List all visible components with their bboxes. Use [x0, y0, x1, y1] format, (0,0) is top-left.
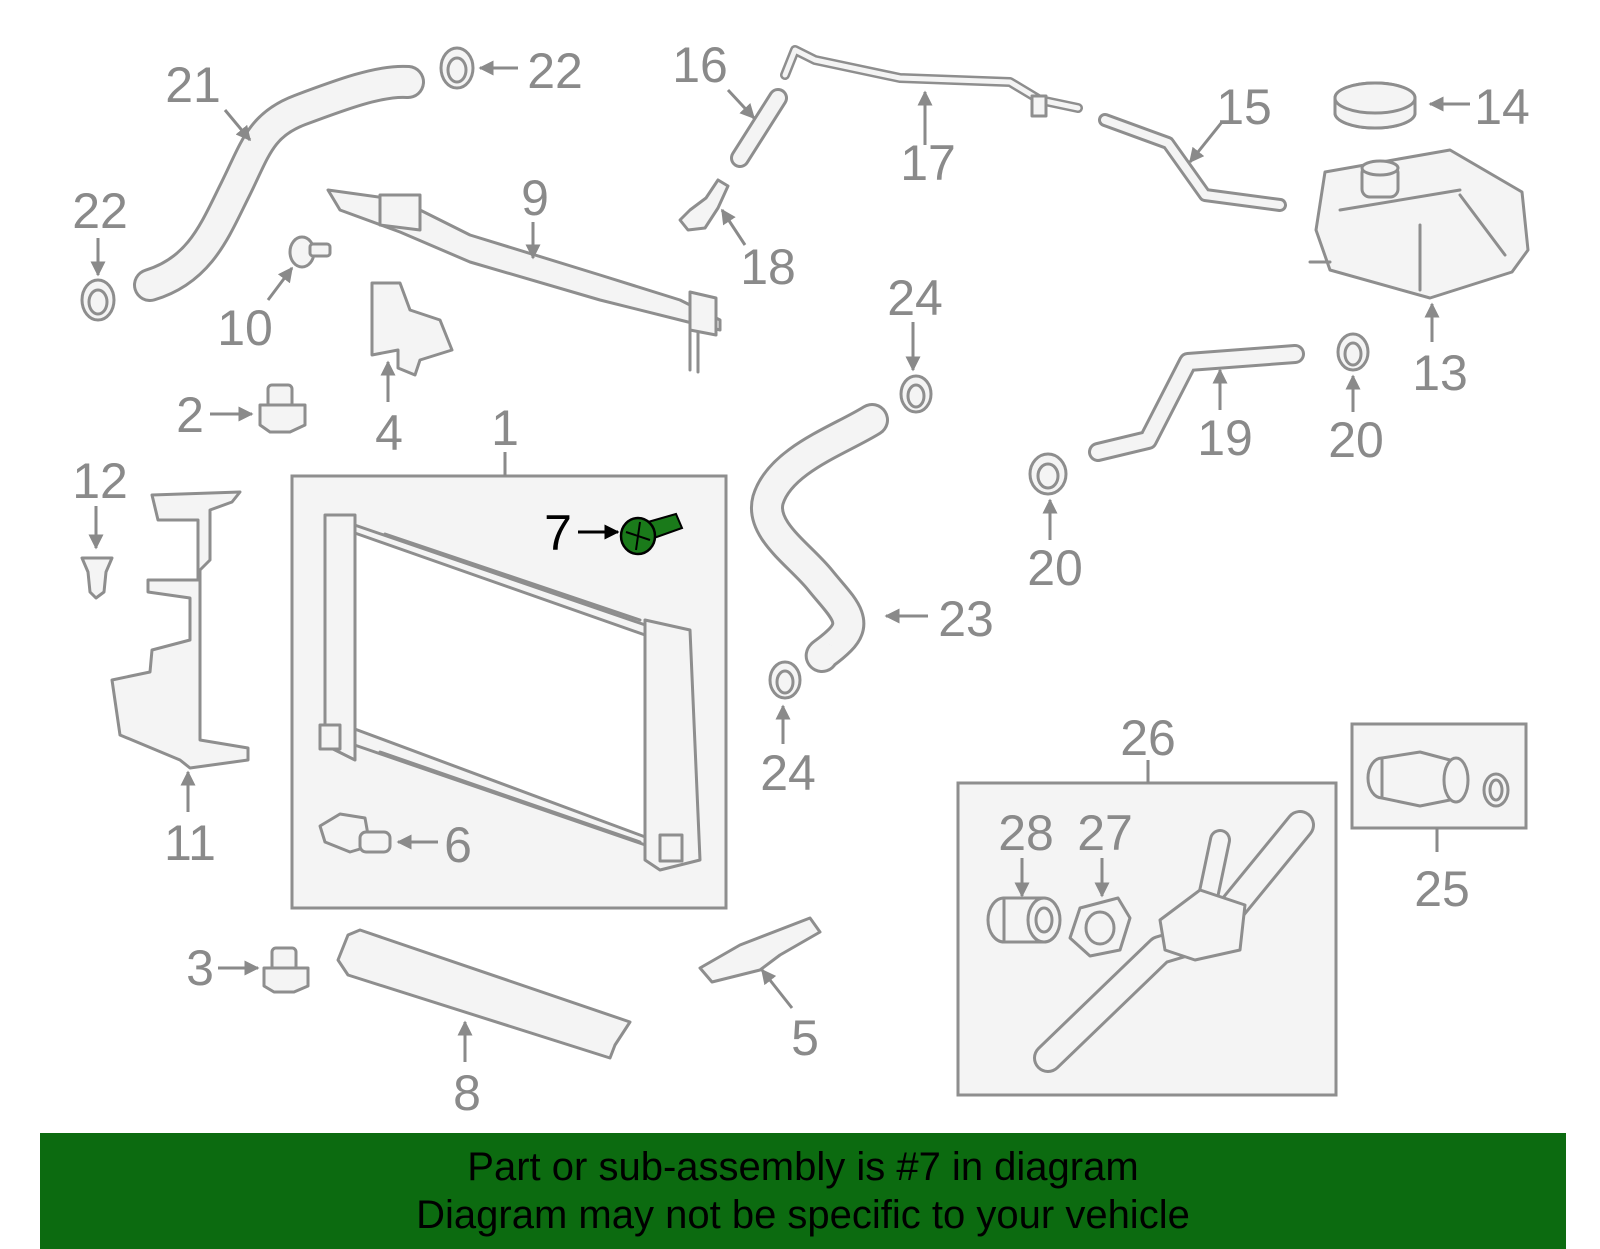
callout-3: 3	[186, 940, 214, 996]
part-10-push-pin[interactable]	[288, 235, 332, 269]
part-20-clamp-right[interactable]	[1336, 332, 1370, 372]
callout-4: 4	[375, 405, 403, 461]
part-11-air-deflector[interactable]	[110, 490, 250, 770]
part-24-clamp-bottom[interactable]	[768, 660, 802, 700]
callout-13: 13	[1412, 345, 1468, 401]
part-18-bleeder[interactable]	[678, 178, 730, 232]
callout-12: 12	[72, 453, 128, 509]
part-25-fitting[interactable]	[1366, 750, 1510, 808]
callout-24-top: 24	[887, 270, 943, 326]
part-16-hose[interactable]	[730, 88, 788, 168]
callout-20-right: 20	[1328, 412, 1384, 468]
part-21-upper-hose[interactable]	[133, 64, 425, 302]
part-19-hose[interactable]	[1088, 344, 1305, 462]
callout-14: 14	[1474, 79, 1530, 135]
part-24-clamp-top[interactable]	[899, 374, 933, 414]
callout-21: 21	[165, 57, 221, 113]
callout-26: 26	[1120, 710, 1176, 766]
callout-17: 17	[900, 135, 956, 191]
part-6-sensor[interactable]	[318, 812, 392, 854]
part-26-outlet-housing[interactable]	[1033, 810, 1315, 1073]
part-22-clamp-left[interactable]	[80, 278, 116, 322]
part-27-gasket[interactable]	[1068, 896, 1132, 958]
callout-27: 27	[1077, 805, 1133, 861]
info-banner: Part or sub-assembly is #7 in diagram Di…	[40, 1133, 1566, 1249]
callout-24-bottom: 24	[760, 745, 816, 801]
part-3-plug[interactable]	[262, 946, 310, 994]
callout-18: 18	[740, 239, 796, 295]
callout-15: 15	[1216, 79, 1272, 135]
part-23-lower-hose[interactable]	[750, 403, 889, 673]
callout-7: 7	[544, 505, 572, 561]
callout-20-left: 20	[1027, 540, 1083, 596]
banner-line-2: Diagram may not be specific to your vehi…	[416, 1193, 1190, 1237]
callout-8: 8	[453, 1065, 481, 1121]
callout-6: 6	[444, 817, 472, 873]
part-20-clamp-left[interactable]	[1028, 452, 1068, 496]
callout-22-top: 22	[527, 43, 583, 99]
callout-1: 1	[491, 400, 519, 456]
callout-5: 5	[791, 1010, 819, 1066]
part-15-hose[interactable]	[1098, 113, 1287, 212]
part-14-cap[interactable]	[1333, 81, 1417, 130]
part-2-plug[interactable]	[258, 383, 307, 434]
callout-28: 28	[998, 805, 1054, 861]
callout-19: 19	[1197, 410, 1253, 466]
part-13-reservoir[interactable]	[1308, 148, 1530, 300]
callout-2: 2	[176, 387, 204, 443]
part-7-bolt[interactable]	[619, 512, 684, 556]
banner-line-1: Part or sub-assembly is #7 in diagram	[467, 1145, 1139, 1189]
part-4-bracket[interactable]	[370, 281, 454, 377]
part-12-clip[interactable]	[80, 556, 114, 600]
radiator-part[interactable]	[318, 513, 702, 872]
callout-23: 23	[938, 591, 994, 647]
callout-25: 25	[1414, 861, 1470, 917]
part-5-bracket[interactable]	[698, 916, 822, 984]
callout-16: 16	[672, 37, 728, 93]
part-17-vent-pipe[interactable]	[780, 45, 1083, 118]
part-9-upper-support[interactable]	[326, 188, 722, 374]
part-8-lower-deflector[interactable]	[336, 928, 632, 1060]
callout-22-left: 22	[72, 183, 128, 239]
part-28-sleeve[interactable]	[986, 896, 1062, 944]
part-22-clamp-top[interactable]	[439, 46, 475, 90]
callout-9: 9	[521, 170, 549, 226]
callout-10: 10	[217, 300, 273, 356]
callout-11: 11	[164, 815, 216, 871]
